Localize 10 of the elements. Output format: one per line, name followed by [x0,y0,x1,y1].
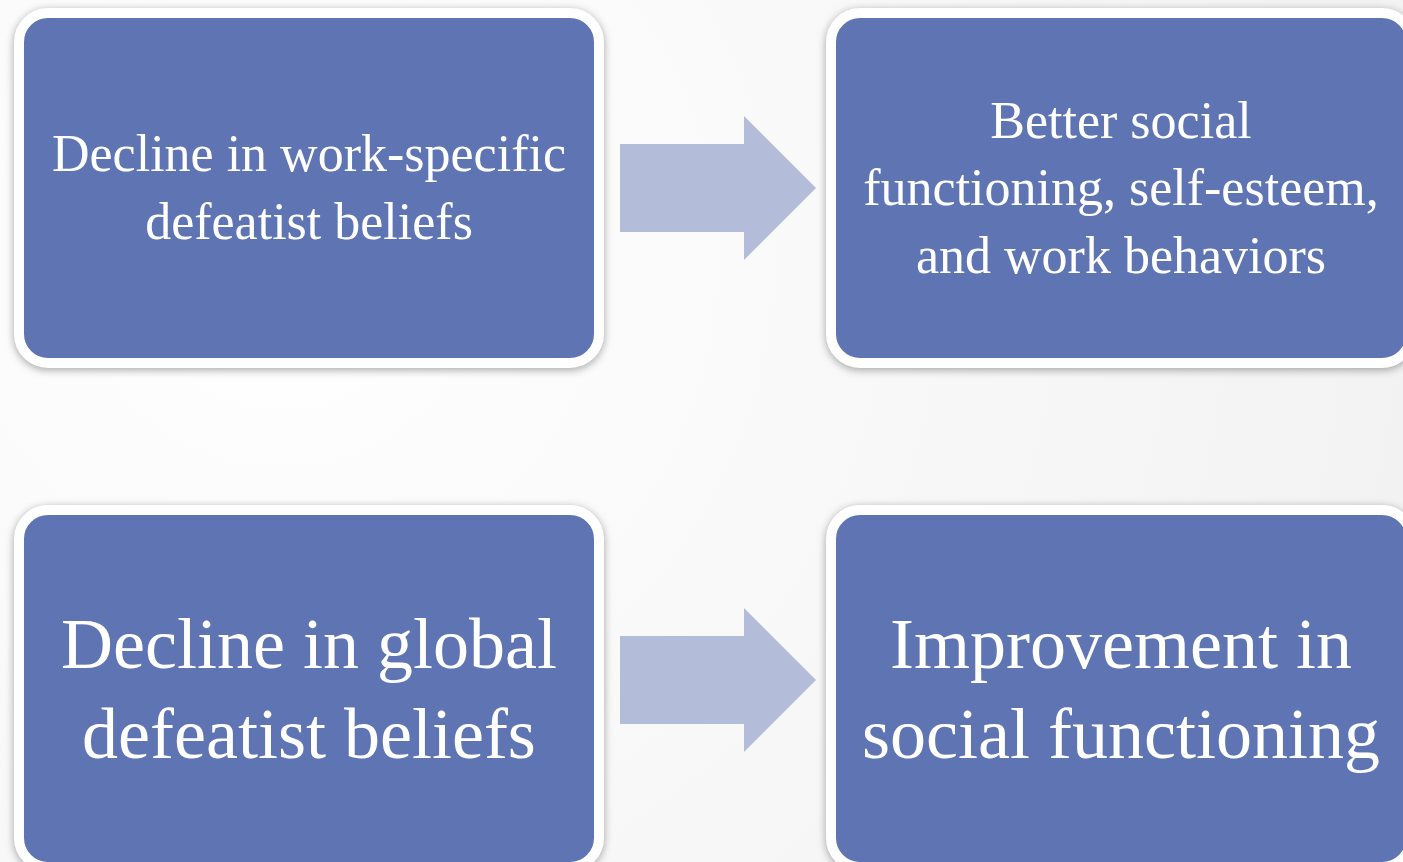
block-arrow [620,608,816,752]
process-box [14,8,604,368]
process-box [826,505,1403,862]
box-text: Decline in work-specific defeatist beliefs [51,124,567,252]
process-box [14,505,604,862]
process-box [826,8,1403,368]
block-arrow [620,116,816,260]
box-text: Improvement in social functioning [861,602,1381,776]
box-text: Decline in global defeatist beliefs [60,602,558,776]
box-text: Better social functioning, self-esteem, and work behaviors [862,90,1380,286]
